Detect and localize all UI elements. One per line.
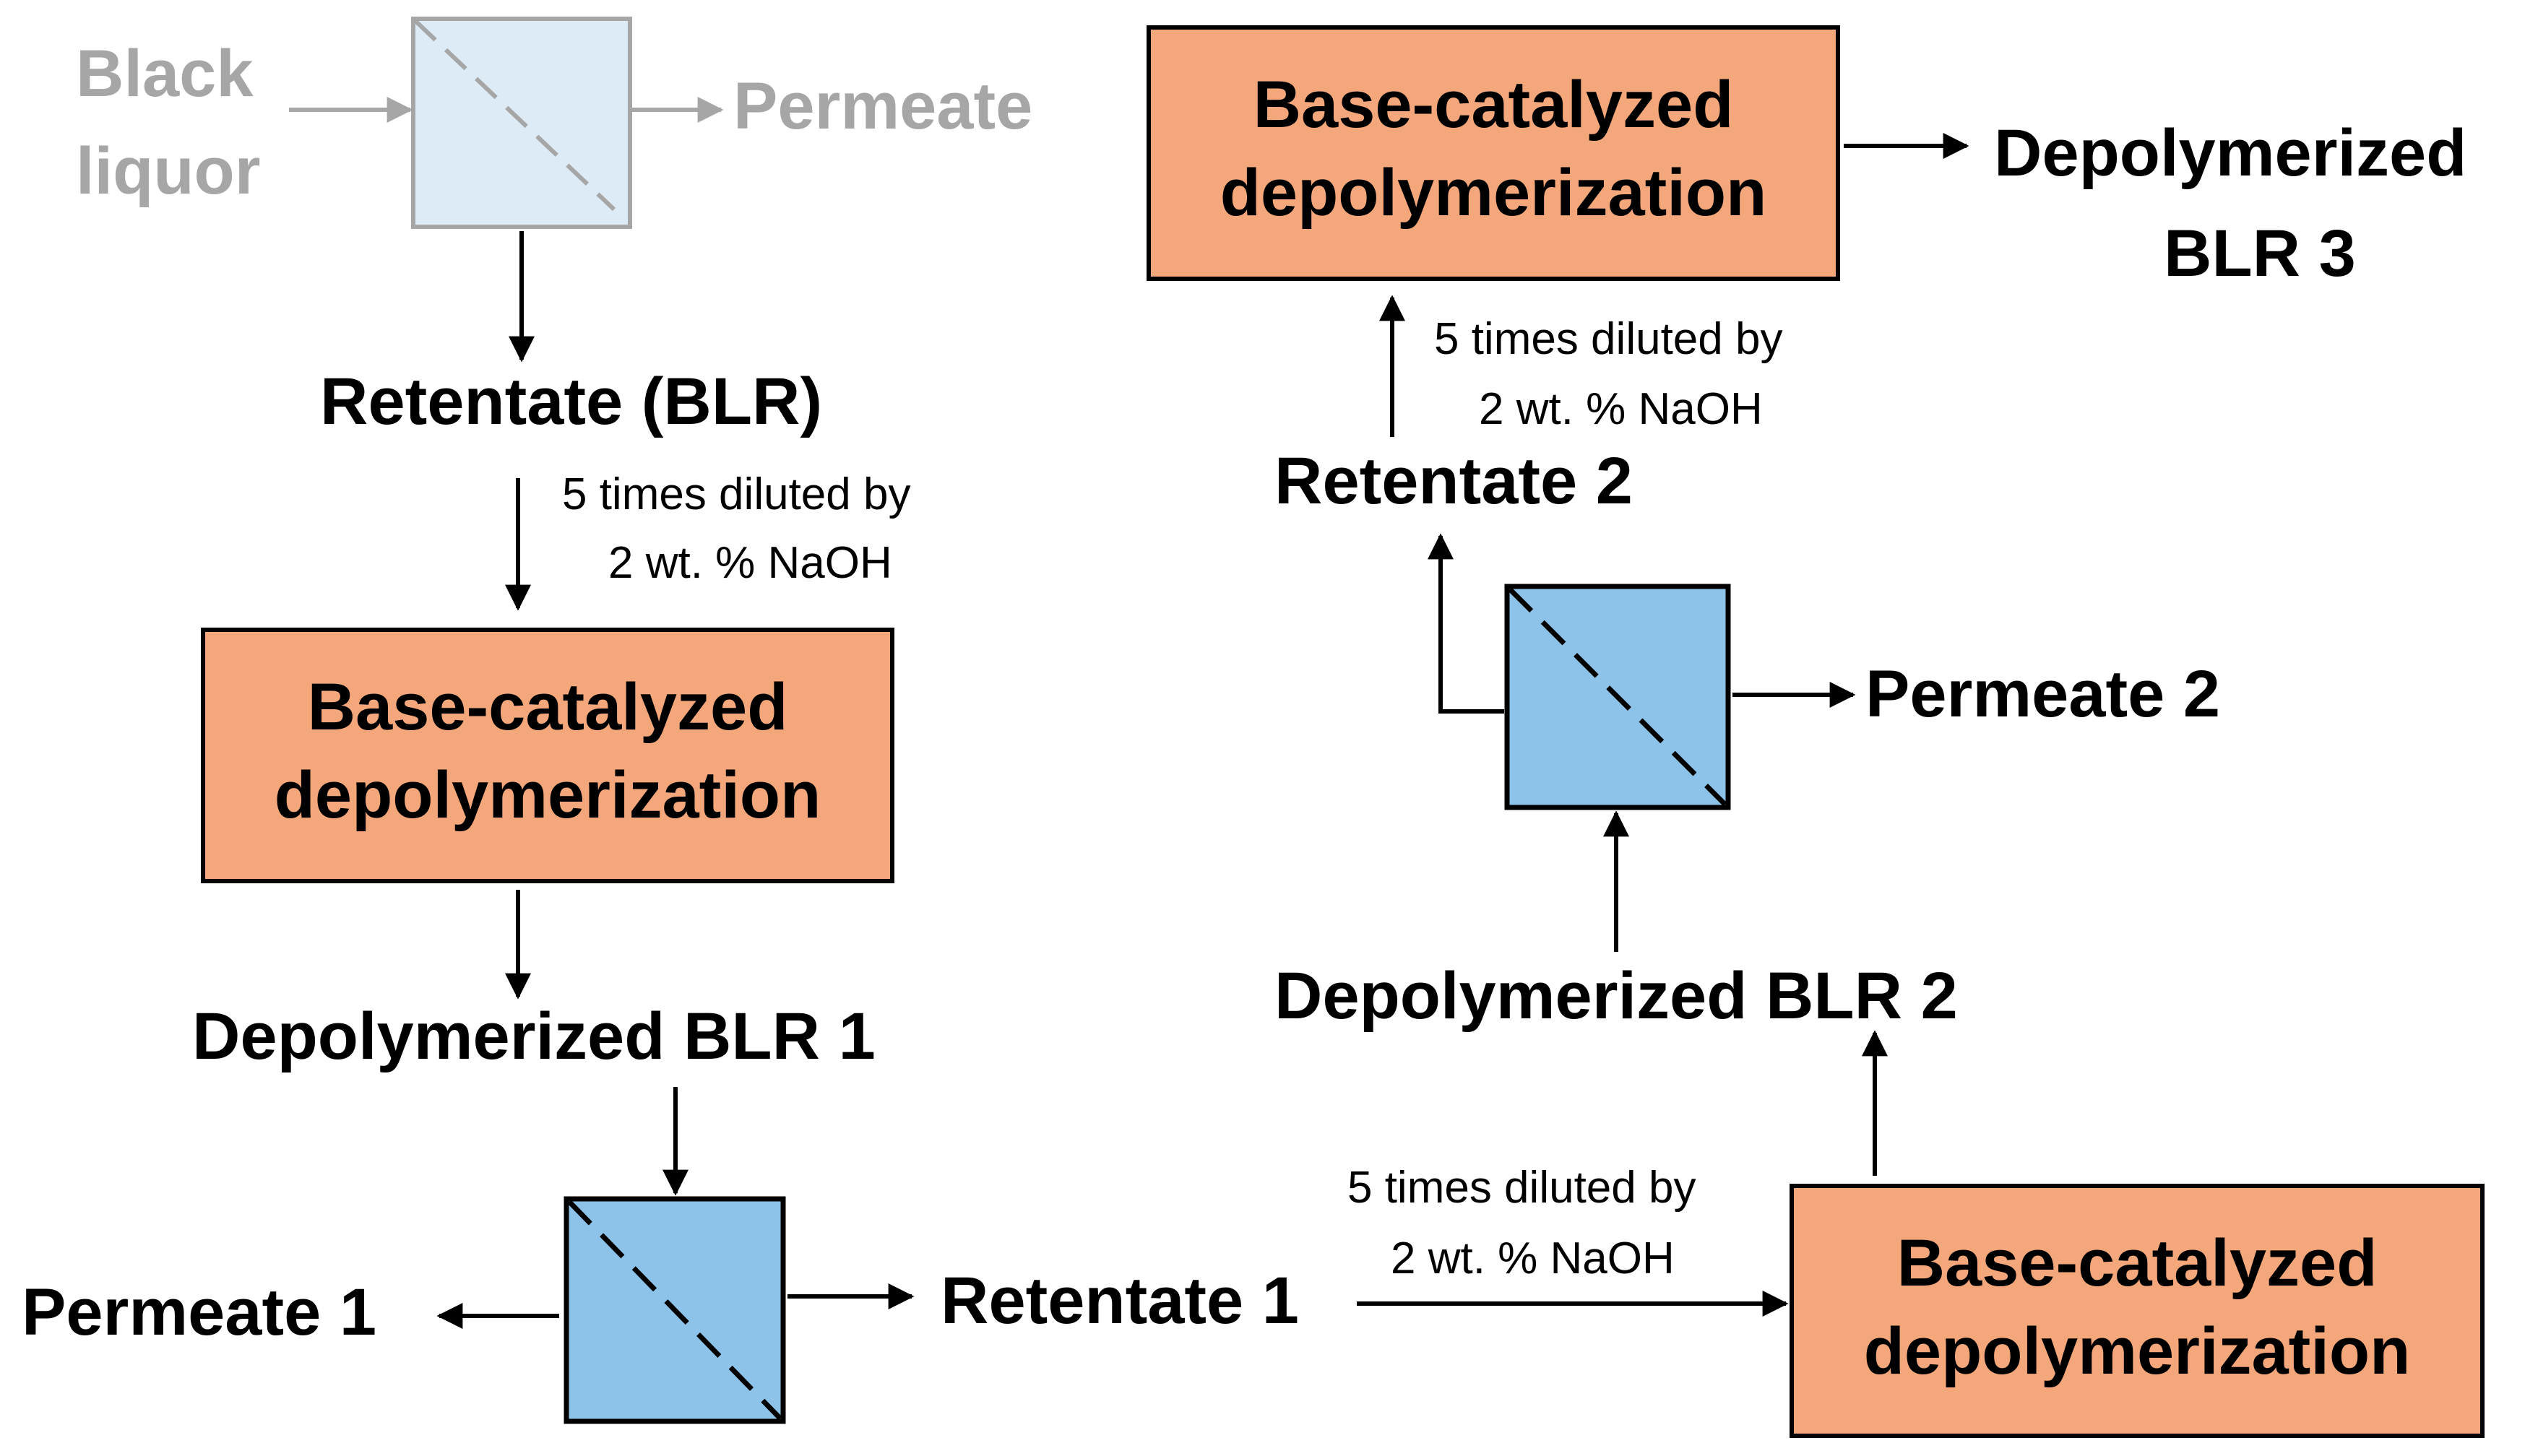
dilution-3-line2: 2 wt. % NaOH xyxy=(1479,384,1763,434)
reactor-3-line2: depolymerization xyxy=(1220,156,1767,230)
label-retentate-2: Retentate 2 xyxy=(1274,444,1633,518)
membrane-2-dashed-line xyxy=(1508,587,1727,807)
dilution-3-line1: 5 times diluted by xyxy=(1434,314,1782,364)
dilution-1-line1: 5 times diluted by xyxy=(562,469,910,519)
label-liquor: liquor xyxy=(76,134,261,208)
label-permeate-1: Permeate 1 xyxy=(22,1275,376,1349)
label-retentate-1: Retentate 1 xyxy=(941,1264,1299,1338)
reactor-1: Base-catalyzed depolymerization xyxy=(201,628,894,883)
reactor-1-line2: depolymerization xyxy=(275,758,821,832)
membrane-unit-initial xyxy=(411,17,632,229)
membrane-unit-1 xyxy=(564,1196,786,1424)
reactor-3: Base-catalyzed depolymerization xyxy=(1147,25,1840,281)
reactor-3-box xyxy=(1147,25,1840,281)
reactor-2-box xyxy=(1790,1184,2485,1438)
label-depolymerized-blr3-line2: BLR 3 xyxy=(2164,217,2356,290)
label-retentate-blr: Retentate (BLR) xyxy=(320,365,822,438)
membrane-unit-2 xyxy=(1504,584,1731,810)
membrane-dashed-line xyxy=(413,19,616,212)
label-permeate-2: Permeate 2 xyxy=(1865,657,2220,731)
dilution-1-line2: 2 wt. % NaOH xyxy=(608,538,892,588)
label-black: Black xyxy=(76,37,254,110)
dilution-2-line2: 2 wt. % NaOH xyxy=(1391,1234,1675,1283)
label-depolymerized-blr1: Depolymerized BLR 1 xyxy=(192,1000,876,1073)
reactor-1-line1: Base-catalyzed xyxy=(308,670,788,744)
reactor-3-line1: Base-catalyzed xyxy=(1253,68,1734,142)
label-depolymerized-blr2: Depolymerized BLR 2 xyxy=(1274,959,1958,1033)
arrow-to-retentate-2 xyxy=(1428,533,1504,714)
reactor-1-box xyxy=(201,628,894,883)
reactor-2-line1: Base-catalyzed xyxy=(1897,1226,2378,1300)
reactor-2-line2: depolymerization xyxy=(1864,1314,2411,1388)
dilution-2-line1: 5 times diluted by xyxy=(1347,1163,1696,1213)
label-depolymerized-blr3-line1: Depolymerized xyxy=(1994,116,2466,190)
label-permeate: Permeate xyxy=(733,69,1032,143)
membrane-1-dashed-line xyxy=(567,1200,782,1421)
reactor-2: Base-catalyzed depolymerization xyxy=(1790,1184,2485,1438)
